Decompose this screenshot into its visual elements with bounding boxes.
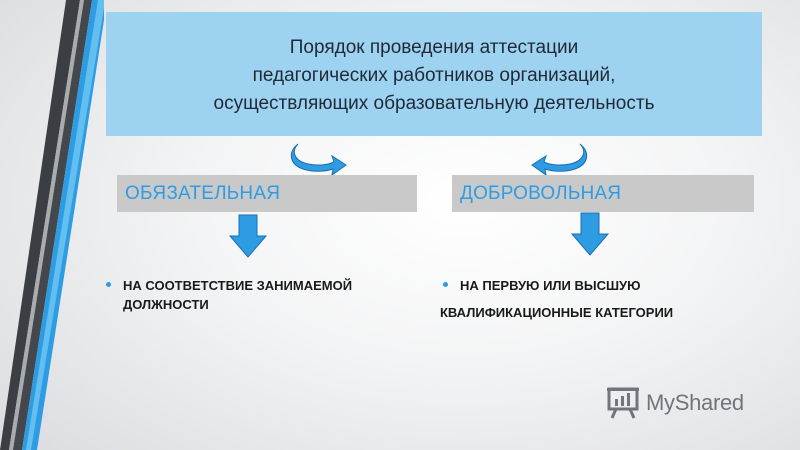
watermark-text: MyShared [646,390,744,415]
title-line-3: осуществляющих образовательную деятельно… [213,93,655,114]
mandatory-label: ОБЯЗАТЕЛЬНАЯ [125,182,281,204]
mandatory-label-bar: ОБЯЗАТЕЛЬНАЯ [117,175,417,212]
stripe-dark-inner [13,0,92,450]
stripe-gray [9,0,84,450]
presentation-board-icon [607,387,639,419]
stripe-blue-highlight [26,0,104,450]
title-line-2: педагогических работников организаций, [252,65,616,86]
voluntary-label-bar: ДОБРОВОЛЬНАЯ [452,175,754,212]
mandatory-bullet-line-1: НА СООТВЕТСТВИЕ ЗАНИМАЕМОЙ [123,278,353,293]
stripe-dark-outer [0,0,80,450]
voluntary-bullet-line-1: НА ПЕРВУЮ ИЛИ ВЫСШУЮ [460,278,641,293]
voluntary-bullet-line-2: КВАЛИФИКАЦИОННЫЕ КАТЕГОРИИ [440,305,674,320]
voluntary-label: ДОБРОВОЛЬНАЯ [460,182,622,204]
title-line-1: Порядок проведения аттестации [289,37,579,58]
bullet-dot-right [443,282,448,287]
down-arrow-right-icon [571,212,609,256]
mandatory-bullet-line-2: ДОЛЖНОСТИ [123,297,209,312]
curved-arrow-right-icon [531,143,588,177]
down-arrow-left-icon [229,214,267,258]
watermark: MyShared [606,387,744,419]
title-box: Порядок проведения аттестации педагогиче… [106,12,762,136]
curved-arrow-left-icon [290,143,347,177]
bullet-dot-left [106,282,111,287]
